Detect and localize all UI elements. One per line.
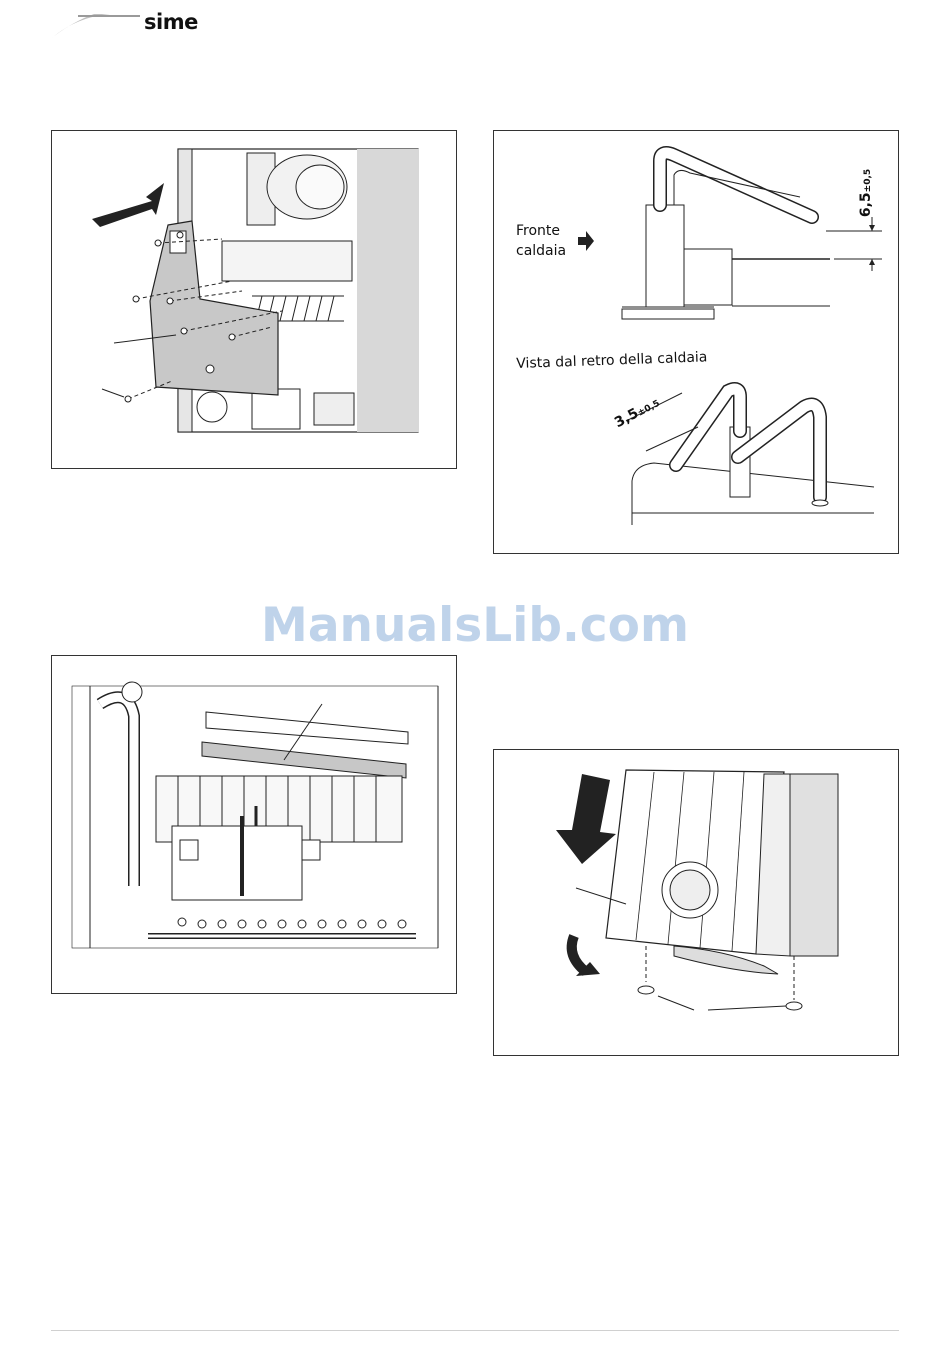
down-arrow-icon: [556, 774, 616, 864]
front-arrow-icon: [578, 231, 594, 251]
front-label-line1: Fronte: [516, 223, 560, 239]
dimension-top: 6,5±0,5: [858, 169, 874, 217]
dimension-top-value: 6,5: [858, 192, 874, 217]
logo-text: sime: [144, 10, 198, 34]
figure-panel-removal: [51, 130, 457, 469]
direction-arrow-icon: [92, 183, 164, 227]
figure-electrode-dimensions: Fronte caldaia Vista dal retro della cal…: [493, 130, 899, 554]
figure-burner-gasket: [51, 655, 457, 994]
figure-front-panel-lowering: [493, 749, 899, 1056]
footer-rule: [51, 1330, 899, 1331]
dimension-top-tolerance: ±0,5: [863, 169, 873, 192]
sime-logo: sime: [48, 6, 178, 42]
electrode-drawing: [494, 131, 898, 553]
front-label-line2: caldaia: [516, 243, 566, 259]
front-panel-drawing: [494, 750, 898, 1055]
watermark-text: ManualsLib.com: [0, 598, 950, 653]
boiler-panel-drawing: [52, 131, 456, 468]
burner-drawing: [52, 656, 456, 993]
